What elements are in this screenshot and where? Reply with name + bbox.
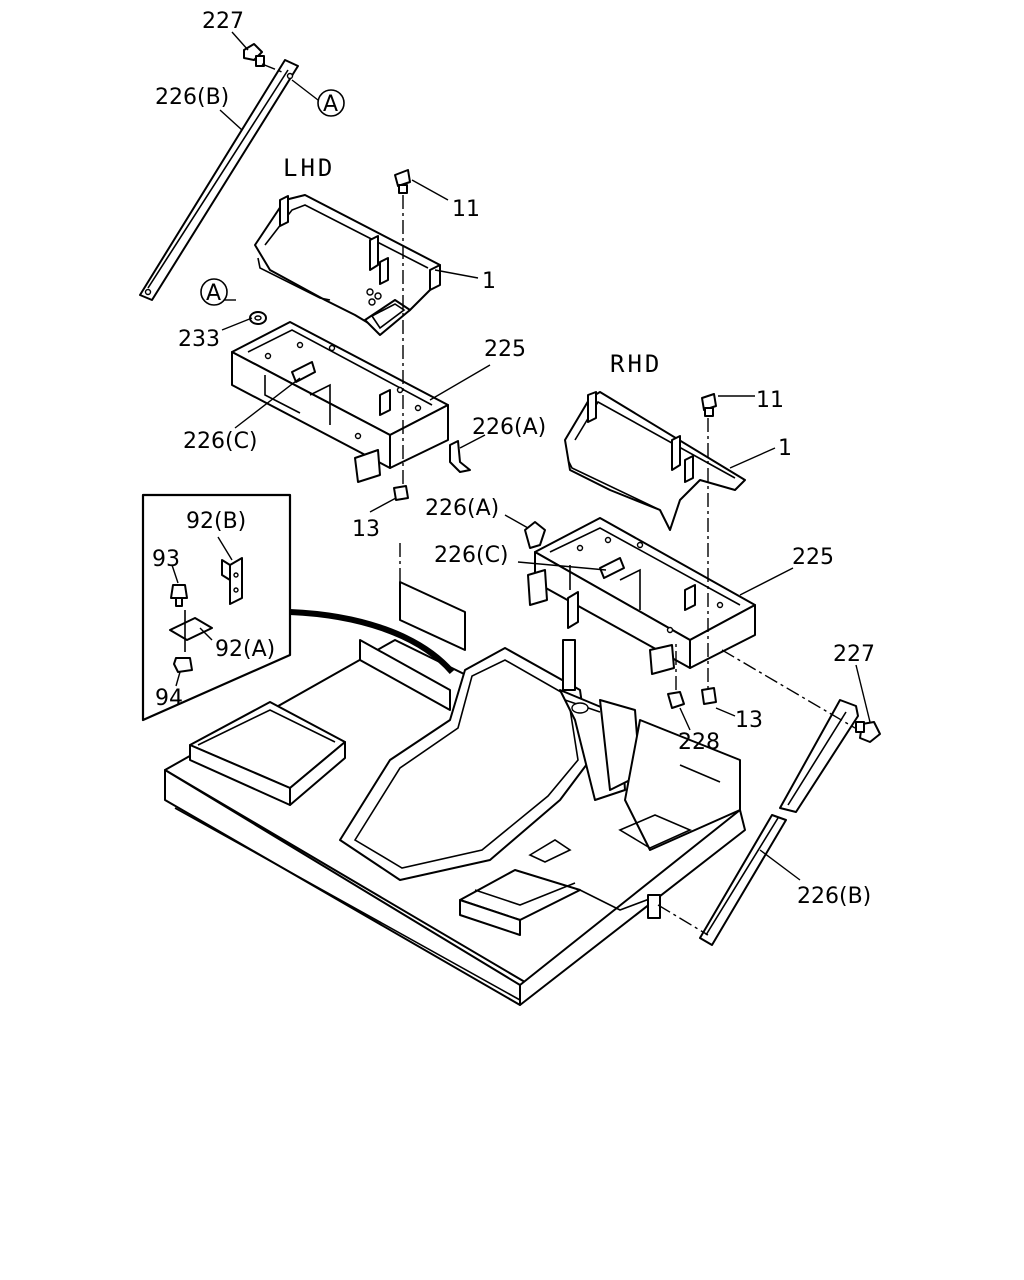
label-lhd: LHD [283,154,335,182]
label-92a: 92(A) [215,637,275,662]
label-92b: 92(B) [186,509,246,534]
label-225-rhd: 225 [792,545,834,570]
top-strap-226b [139,59,299,301]
nut-13-rhd [701,687,717,705]
bolt-227-right [855,721,881,743]
label-226c-lhd: 226(C) [183,429,258,454]
bolt-227-top [243,43,265,67]
part-labels: 227 226(B) A LHD 11 1 A 233 225 226(A) 2… [152,9,875,909]
bolt-11-rhd [701,393,717,417]
label-233: 233 [178,327,220,352]
rhd-bracket-1 [564,391,746,531]
lhd-tray-225 [231,321,449,483]
cab-floor-frame [164,581,746,1006]
label-226a-rhd: 226(A) [425,496,499,521]
label-94: 94 [155,686,183,711]
label-11-lhd: 11 [452,197,480,222]
label-226a-lhd: 226(A) [472,415,546,440]
harness-cable [289,609,455,674]
center-lines [261,63,856,936]
label-a-left: A [206,281,221,306]
callout-circle-a-left [200,278,228,306]
nut-13-lhd [393,485,409,501]
label-225-lhd: 225 [484,337,526,362]
bolt-11-lhd [394,169,411,194]
label-13-lhd: 13 [352,517,380,542]
label-rhd: RHD [610,350,662,378]
label-1-rhd: 1 [778,436,792,461]
lhd-clip-226a [449,440,471,473]
label-228: 228 [678,730,720,755]
callout-circle-a-top [317,89,345,117]
rhd-clip-226a [524,521,546,549]
detail-inset [141,493,292,722]
label-226c-rhd: 226(C) [434,543,509,568]
label-a-top: A [323,92,338,117]
leader-lines [171,31,871,881]
rhd-tray-225 [527,517,756,675]
label-227-right: 227 [833,642,875,667]
nut-228 [667,691,685,709]
label-1-lhd: 1 [482,269,496,294]
label-227-top: 227 [202,9,244,34]
lhd-bracket-1 [254,194,441,336]
label-226b-top: 226(B) [155,85,229,110]
label-226b-right: 226(B) [797,884,871,909]
right-strap-226b [699,699,859,946]
label-11-rhd: 11 [756,388,784,413]
label-13-rhd: 13 [735,708,763,733]
label-93: 93 [152,547,180,572]
